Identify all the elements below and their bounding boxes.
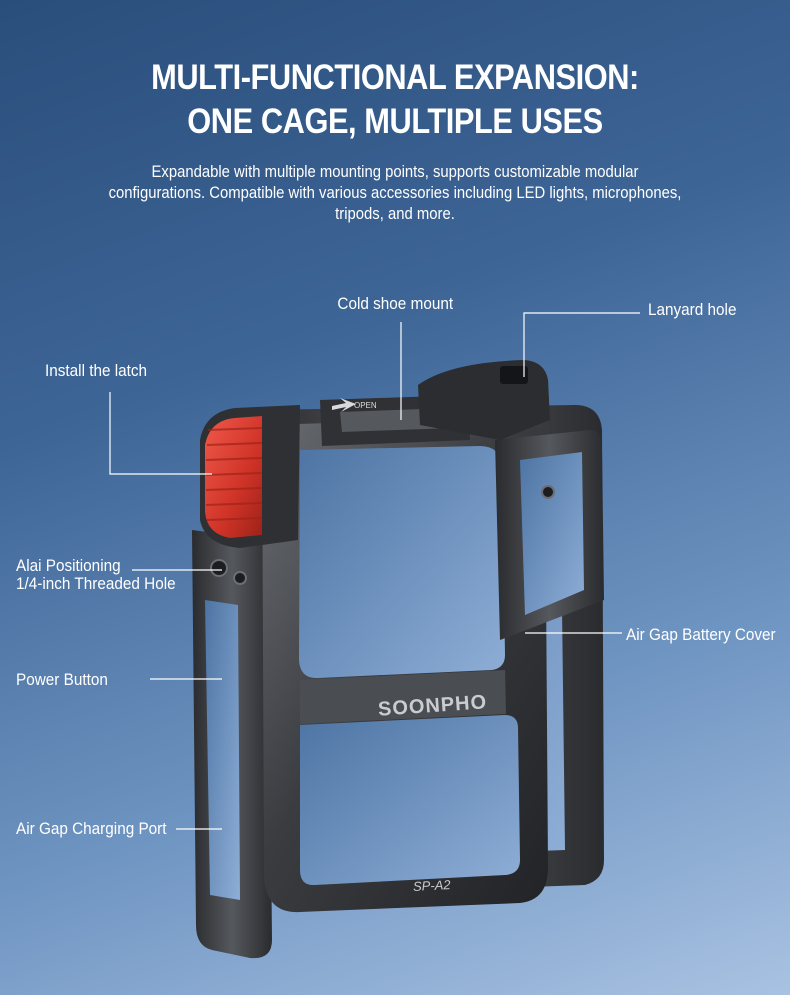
threaded-hole-icon — [210, 559, 228, 577]
description-line-3: tripods, and more. — [335, 205, 455, 223]
label-charging: Air Gap Charging Port — [16, 819, 167, 838]
cage-left-rail — [192, 530, 272, 959]
headline: MULTI-FUNCTIONAL EXPANSION: ONE CAGE, MU… — [47, 56, 742, 144]
model-number: SP-A2 — [413, 877, 452, 894]
latch-line — [109, 392, 212, 475]
cage-front-frame — [262, 417, 548, 913]
label-alai-line-2: 1/4-inch Threaded Hole — [16, 574, 176, 593]
headline-line-1: MULTI-FUNCTIONAL EXPANSION: — [151, 58, 639, 97]
lanyard-line — [523, 312, 640, 377]
label-lanyard: Lanyard hole — [648, 300, 737, 319]
label-battery-cover: Air Gap Battery Cover — [626, 625, 776, 644]
latch: OPEN — [200, 398, 377, 548]
latch-marking: OPEN — [354, 401, 377, 410]
headline-line-2: ONE CAGE, MULTIPLE USES — [187, 102, 603, 141]
arrow-icon — [332, 398, 356, 412]
label-latch: Install the latch — [45, 361, 148, 380]
label-alai-line-1: Alai Positioning — [16, 556, 121, 575]
lanyard-block — [418, 360, 550, 440]
label-power: Power Button — [16, 670, 108, 689]
lanyard-hole-icon — [500, 366, 528, 384]
label-cold-shoe: Cold shoe mount — [337, 294, 454, 313]
description-line-2: configurations. Compatible with various … — [108, 184, 682, 202]
description-line-1: Expandable with multiple mounting points… — [151, 163, 639, 181]
description: Expandable with multiple mounting points… — [76, 162, 715, 225]
cage-right-rail — [495, 430, 604, 640]
